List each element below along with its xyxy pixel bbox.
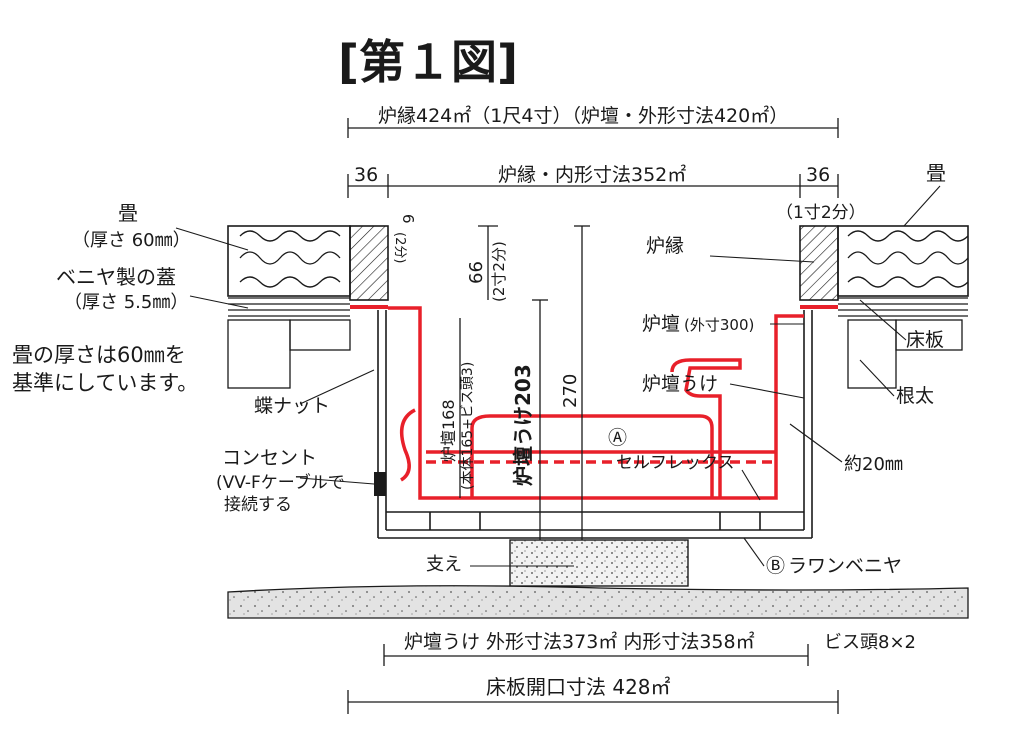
bottom-dim-2: 床板開口寸法 428㎡ [486,675,671,699]
label-tatami-left-sub: （厚さ 60㎜） [72,230,191,251]
floorboard-right [838,297,968,389]
dim-36-right: 36 [806,164,830,186]
dim-6: 6 [399,214,417,224]
label-rodan-uke: 炉壇うけ [642,373,718,395]
bottom-dims [347,644,839,714]
veneer-lid-left [227,297,351,389]
dim-203: 炉壇うけ203 [511,364,535,486]
label-mark-b: Ⓑ [766,555,785,577]
hearth-red-outline [388,306,804,500]
label-outlet: コンセント [222,447,317,469]
dim-36-right-sub: （1寸2分） [776,203,866,223]
label-tatami-left: 畳 [118,201,138,225]
hearth-box [377,310,813,539]
label-robuchi: 炉縁 [646,235,684,257]
label-joist: 根太 [896,385,934,407]
ground [227,585,969,619]
dim-top-424 [347,118,839,138]
dim-row-2 [347,174,839,198]
dim-36-left: 36 [354,164,378,186]
tatami-left [227,225,389,301]
tatami-right [799,225,969,301]
label-butterfly-nut: 蝶ナット [254,395,330,417]
label-rodan: 炉壇 [642,313,680,335]
label-rodan-sub: (外寸300) [684,316,754,334]
note-line-1: 畳の厚さは60㎜を [12,343,186,367]
dim-66: 66 [466,261,487,284]
dim-66-sub: (2寸2分) [490,241,508,302]
support-block [509,539,689,587]
label-mark-a: Ⓐ [608,427,627,449]
label-tatami-right: 畳 [926,161,946,185]
note-line-2: 基準にしています。 [12,371,198,395]
leader-lines [175,185,941,567]
bottom-dim-1: 炉壇うけ 外形寸法373㎡ 内形寸法358㎡ [404,630,755,653]
label-cellflex: セルフレックス [616,453,735,473]
label-floorboard: 床板 [906,329,944,351]
label-outlet-sub2: 接続する [224,495,292,515]
dim-inner-label: 炉縁・内形寸法352㎡ [498,163,686,186]
figure-title: [第１図] [338,35,518,89]
dim-168: 炉壇168 [439,399,458,462]
dim-168-sub: (本体165+ビス頭3) [460,362,476,490]
outlet-box [374,472,386,496]
dim-top-label: 炉縁424㎡（1尺4寸）（炉壇・外形寸法420㎡） [378,104,788,127]
label-approx20: 約20㎜ [844,454,903,475]
label-outlet-sub1: (VV-Fケーブルで [216,472,345,493]
dim-6-sub: (2分) [392,232,407,263]
label-support: 支え [426,554,462,575]
label-veneer-lid: ベニヤ製の蓋 [56,265,176,289]
dim-270: 270 [560,374,581,408]
label-lauan: ラワンベニヤ [788,555,902,577]
vertical-dims [459,225,590,540]
bottom-dim-note: ビス頭8×2 [824,632,916,653]
label-veneer-lid-sub: （厚さ 5.5㎜） [64,292,188,313]
